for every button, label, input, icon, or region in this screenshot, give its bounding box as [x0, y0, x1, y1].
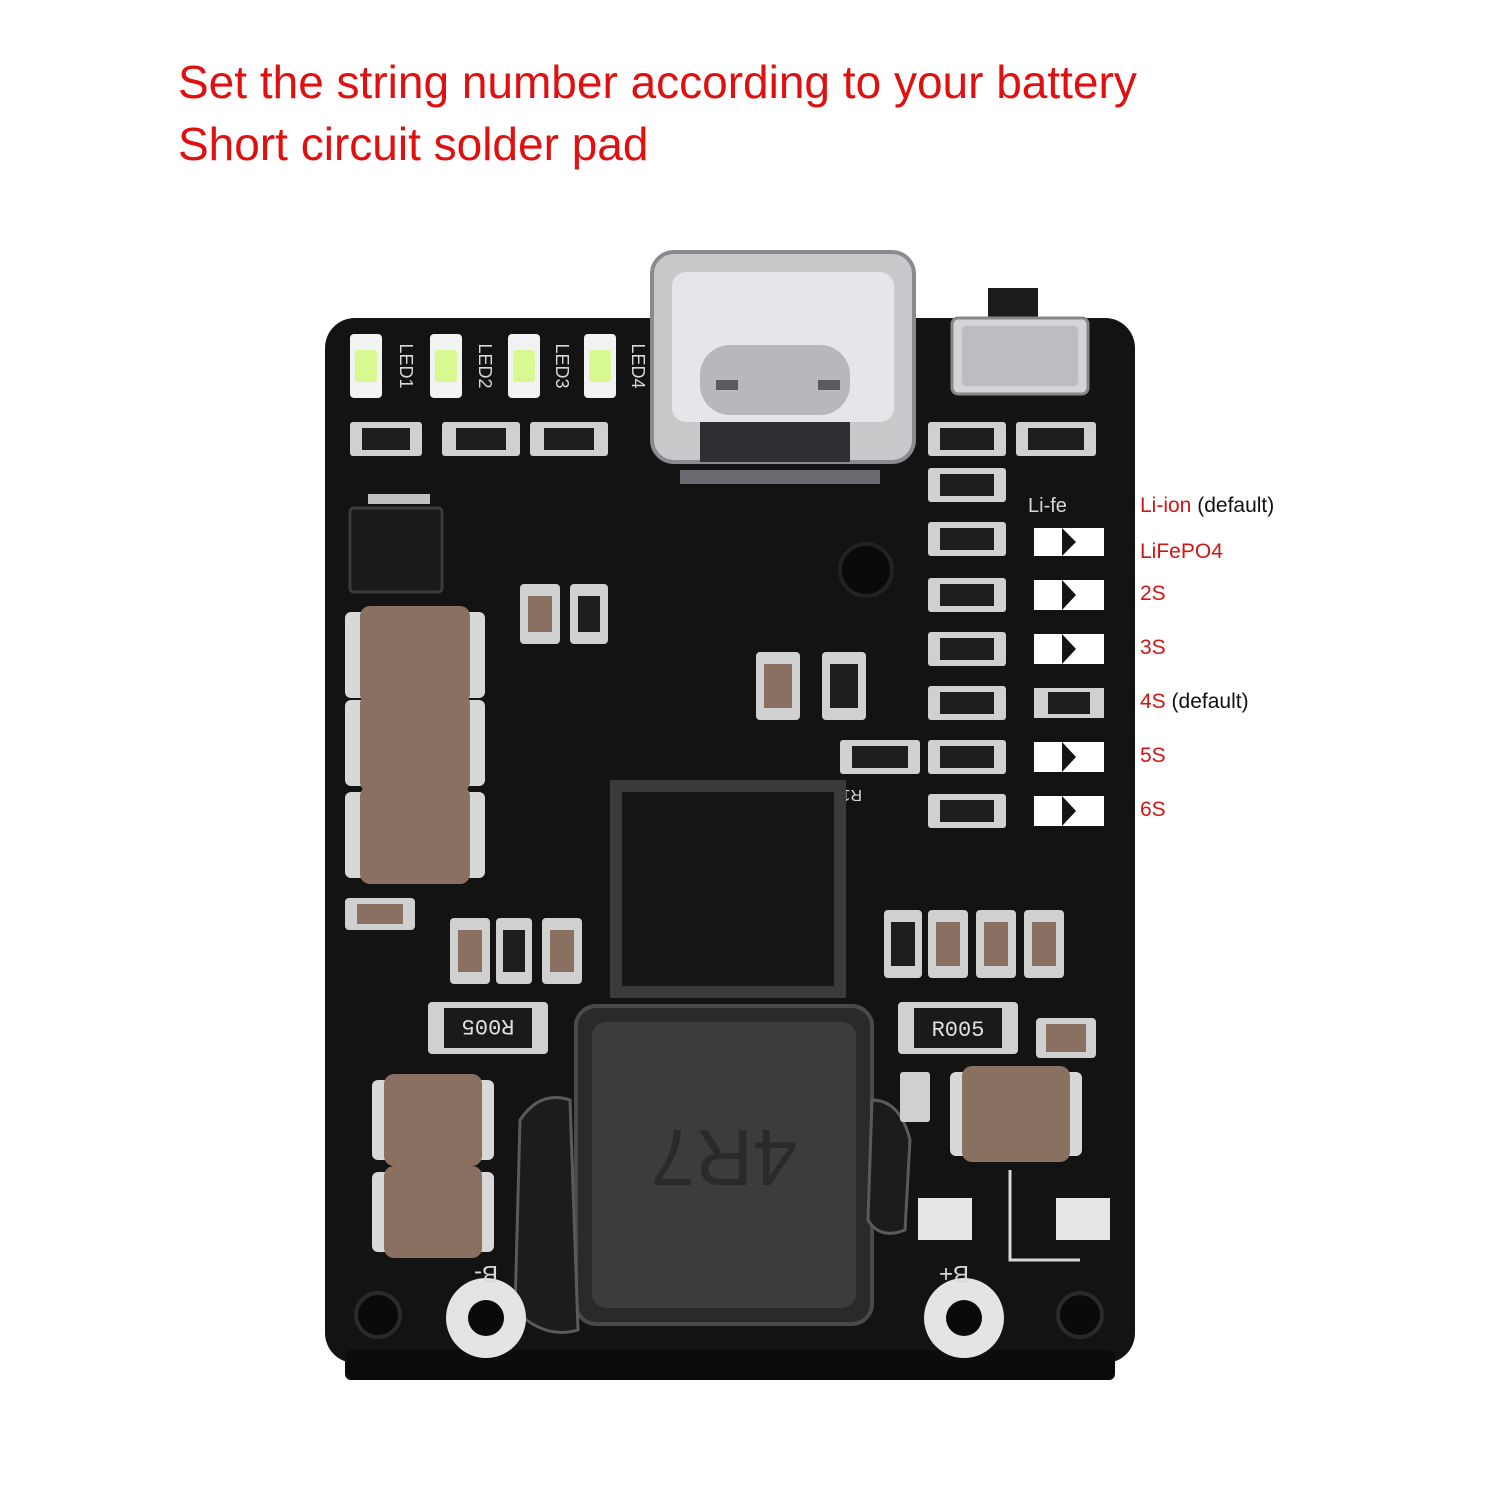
option-name: 4S [1140, 690, 1166, 713]
small-ic [348, 494, 444, 594]
option-name: 6S [1140, 798, 1166, 821]
headline-line-2: Short circuit solder pad [178, 118, 649, 170]
small-cap-right-body [1046, 1024, 1086, 1052]
capacitor-lower-right [950, 1066, 1082, 1162]
headline-line-1: Set the string number according to your … [178, 56, 1137, 108]
led-4 [584, 334, 616, 398]
b-plus-label: B+ [939, 1260, 969, 1287]
inductor-marking: 4R7 [651, 1113, 798, 1202]
shunt-right-marking: R005 [932, 1018, 985, 1043]
lower-right-parts [884, 910, 1064, 978]
shunt-resistor-left [428, 1002, 548, 1054]
slide-switch [950, 288, 1090, 396]
small-part-near-inductor [900, 1072, 930, 1122]
solder-jumper-pads [1034, 528, 1104, 826]
jumper-pad-5s [1034, 742, 1104, 772]
battery-option-lifepo4: LiFePO4 [1140, 540, 1223, 564]
terminal-b-plus-hole [946, 1300, 982, 1336]
led-resistor-bodies [362, 428, 594, 450]
led-2-label: LED2 [475, 343, 495, 388]
jumper-pad-lifepo4 [1034, 528, 1104, 556]
lower-left-parts [345, 898, 582, 984]
mounting-hole-bottom-right [1056, 1291, 1104, 1339]
led-4-label: LED4 [628, 343, 648, 388]
jumper-pad-3s [1034, 634, 1104, 664]
battery-option-6s: 6S [1140, 798, 1166, 822]
mcu-chip [610, 780, 846, 998]
jumper-pad-2s [1034, 580, 1104, 610]
shunt-resistor-right [898, 1002, 1018, 1054]
option-name: 2S [1140, 582, 1166, 605]
option-name: Li-ion [1140, 494, 1192, 517]
jumper-pad-4s-bridged [1034, 688, 1104, 718]
jumper-pad-6s [1034, 796, 1104, 826]
silkscreen-outline-right [1008, 1170, 1080, 1262]
resistor-column [840, 422, 1096, 828]
led-1-label: LED1 [396, 343, 416, 388]
usb-c-connector [650, 250, 916, 484]
option-name: LiFePO4 [1140, 540, 1223, 563]
option-note: (default) [1197, 494, 1275, 517]
pad-header-label: Li-fe [1028, 495, 1067, 517]
middle-small-parts [520, 584, 866, 720]
pcb-edge-shadow [345, 1350, 1115, 1380]
mounting-hole-center [838, 542, 894, 598]
battery-option-2s: 2S [1140, 582, 1166, 606]
shunt-left-marking: R005 [462, 1013, 515, 1038]
b-minus-label: B- [474, 1260, 498, 1287]
battery-negative-pad-right [1056, 1198, 1110, 1240]
solder-blob-left [513, 1096, 580, 1334]
led-2 [430, 334, 462, 398]
led-3 [508, 334, 540, 398]
mounting-hole-bottom-left [354, 1291, 402, 1339]
option-name: 5S [1140, 744, 1166, 767]
battery-option-3s: 3S [1140, 636, 1166, 660]
battery-positive-pad [918, 1198, 972, 1240]
capacitor-stack-left [345, 606, 485, 884]
led-3-label: LED3 [552, 343, 572, 388]
option-name: 3S [1140, 636, 1166, 659]
battery-option-4s: 4S (default) [1140, 690, 1249, 714]
battery-option-li-ion: Li-ion (default) [1140, 494, 1274, 518]
solder-blob-right [866, 1098, 912, 1235]
battery-option-5s: 5S [1140, 744, 1166, 768]
terminal-b-minus-hole [468, 1300, 504, 1336]
option-note: (default) [1171, 690, 1249, 713]
power-inductor [574, 1004, 874, 1326]
led-1 [350, 334, 382, 398]
capacitor-stack-lower-left [372, 1074, 494, 1258]
